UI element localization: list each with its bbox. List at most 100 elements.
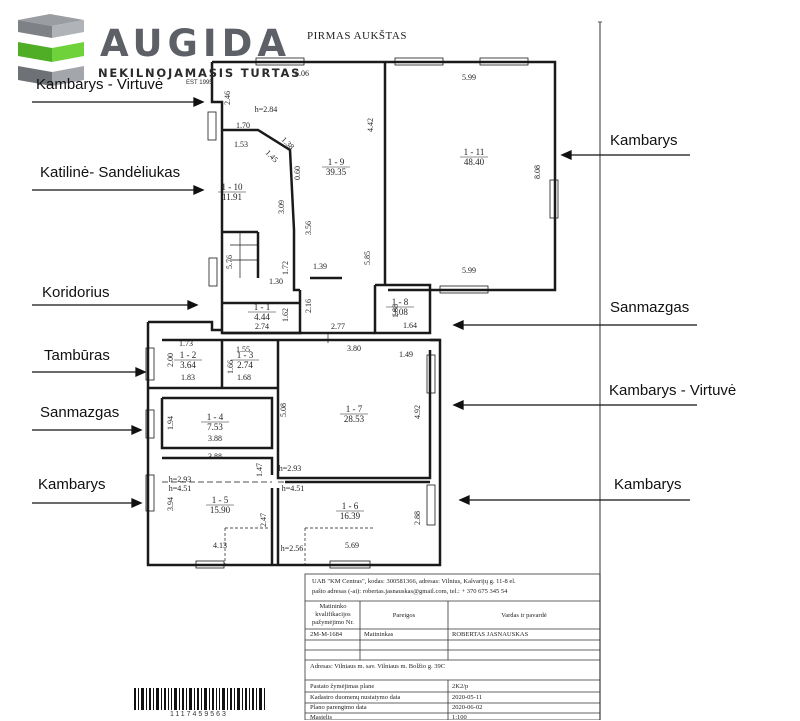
dimension-label: 3.88: [208, 452, 222, 461]
position-value: Matininkas: [364, 631, 394, 638]
dimension-label: 2.16: [304, 299, 313, 313]
title-block-grid: [304, 573, 601, 720]
room-area: 7.53: [207, 422, 223, 432]
label-katiline: Katilinė- Sandėliukas: [40, 164, 181, 181]
label-kambarys-virtuve-left: Kambarys - Virtuvė: [36, 76, 164, 93]
dimension-label: h=4.51: [169, 484, 192, 493]
dimension-label: 1.94: [166, 416, 175, 430]
dimension-label: 2.00: [166, 353, 175, 367]
info-value-1: 2020-05-11: [452, 694, 483, 701]
company-line-2: pašto adresas (-ai): robertas.jasnauskas…: [312, 588, 508, 595]
dimension-label: 1.30: [269, 277, 283, 286]
dimension-label: 3.80: [347, 344, 361, 353]
surveyor-name: ROBERTAS JASNAUSKAS: [452, 631, 529, 638]
walls: [146, 60, 557, 567]
room-area: 11.91: [222, 192, 242, 202]
room-id: 1 - 8: [392, 297, 409, 307]
room-id: 1 - 5: [212, 495, 229, 505]
dimension-label: 2.46: [223, 91, 232, 105]
arrows: [32, 96, 697, 509]
room-area: 3.64: [180, 360, 196, 370]
dimension-label: 1.64: [403, 321, 417, 330]
dimension-label: 1.53: [234, 140, 248, 149]
dimension-label: 2.74: [255, 322, 269, 331]
room-id: 1 - 6: [342, 501, 359, 511]
dimension-label: 1.66: [226, 360, 235, 374]
brand-name: AUGIDA: [100, 22, 292, 65]
dimension-label: 5.76: [225, 255, 234, 269]
dimension-label: 3.88: [208, 434, 222, 443]
dimension-label: 1.68: [237, 373, 251, 382]
room-area: 39.35: [326, 167, 347, 177]
info-label-2: Plano parengimo data: [310, 704, 367, 711]
dimension-label: 0.60: [293, 166, 302, 180]
dimension-label: 8.08: [533, 165, 542, 179]
room-area: 16.39: [340, 511, 361, 521]
dimension-label: 3.56: [304, 221, 313, 235]
label-koridorius: Koridorius: [42, 284, 110, 301]
dimension-label: 4.92: [413, 405, 422, 419]
dimension-label: 1.88: [391, 304, 400, 318]
room-id: 1 - 4: [207, 412, 224, 422]
room-area: 48.40: [464, 157, 485, 167]
dimension-label: 1.47: [255, 463, 264, 477]
label-kambarys-left: Kambarys: [38, 476, 106, 493]
dimension-label: 4.13: [213, 541, 227, 550]
dimension-label: 1.49: [399, 350, 413, 359]
address: Adresas: Vilniaus m. sav. Vilniaus m. Bo…: [310, 663, 446, 670]
dimension-label: 1.45: [264, 148, 280, 164]
windows: [145, 57, 559, 569]
label-sanmazgas-left: Sanmazgas: [40, 404, 120, 421]
dimension-label: 1.73: [179, 339, 193, 348]
dimension-label: 3.94: [166, 497, 175, 511]
dimension-label: h=2.56: [281, 544, 304, 553]
brand-est: EST 1995: [186, 80, 213, 86]
room-id: 1 - 1: [254, 302, 271, 312]
dimension-label: 2.88: [413, 511, 422, 525]
room-area: 4.44: [254, 312, 270, 322]
dimension-label: h=2.93: [169, 475, 192, 484]
room-area: 2.74: [237, 360, 253, 370]
room-area: 3.08: [392, 307, 408, 317]
info-value-0: 2K2/p: [452, 683, 469, 690]
dimension-label: 3.09: [277, 200, 286, 214]
certificate-number: 2M-M-1684: [310, 631, 343, 638]
dimension-label: 5.99: [462, 73, 476, 82]
dimension-label: h=2.84: [255, 105, 278, 114]
header-position: Pareigos: [392, 612, 416, 619]
dimension-label: h=2.93: [279, 464, 302, 473]
room-area: 28.53: [344, 414, 365, 424]
dimension-label: 1.72: [281, 261, 290, 275]
dimension-label: 1.55: [236, 345, 250, 354]
room-id: 1 - 10: [222, 182, 243, 192]
room-id: 1 - 11: [464, 147, 485, 157]
dimension-label: 5.69: [345, 541, 359, 550]
dimension-label: 5.85: [363, 251, 372, 265]
dimension-label: 4.42: [366, 118, 375, 132]
room-id: 1 - 7: [346, 404, 363, 414]
label-kambarys-virtuve-right: Kambarys - Virtuvė: [609, 382, 737, 399]
info-label-0: Pastato žymėjimas plane: [310, 683, 375, 690]
header-certificate: Matininko kvalifikacijos pažymėjimo Nr.: [312, 603, 354, 626]
dimension-label: 1.83: [181, 373, 195, 382]
dimension-label: 5.08: [279, 403, 288, 417]
room-id: 1 - 2: [180, 350, 197, 360]
room-id: 1 - 9: [328, 157, 345, 167]
dimension-label: 5.99: [462, 266, 476, 275]
dimension-label: 1.39: [313, 262, 327, 271]
label-tamburas: Tambūras: [44, 347, 110, 364]
barcode-number: 1117459563: [170, 711, 228, 718]
company-line-1: UAB "KM Centras", kodas: 300581366, adre…: [312, 578, 516, 585]
dimension-label: 1.70: [236, 121, 250, 130]
info-label-1: Kadastro duomenų nustatymo data: [310, 694, 401, 701]
header-name: Vardas ir pavardė: [501, 612, 547, 619]
label-sanmazgas-right: Sanmazgas: [610, 299, 690, 316]
info-value-2: 2020-06-02: [452, 704, 483, 711]
dimension-label: 6.06: [295, 69, 309, 78]
label-kambarys-right-top: Kambarys: [610, 132, 678, 149]
dimension-label: h=4.51: [282, 484, 305, 493]
dimension-label: 2.77: [331, 322, 345, 331]
room-labels: 1 - 14.441 - 23.641 - 32.741 - 47.531 - …: [174, 147, 488, 521]
room-id: 1 - 3: [237, 350, 254, 360]
